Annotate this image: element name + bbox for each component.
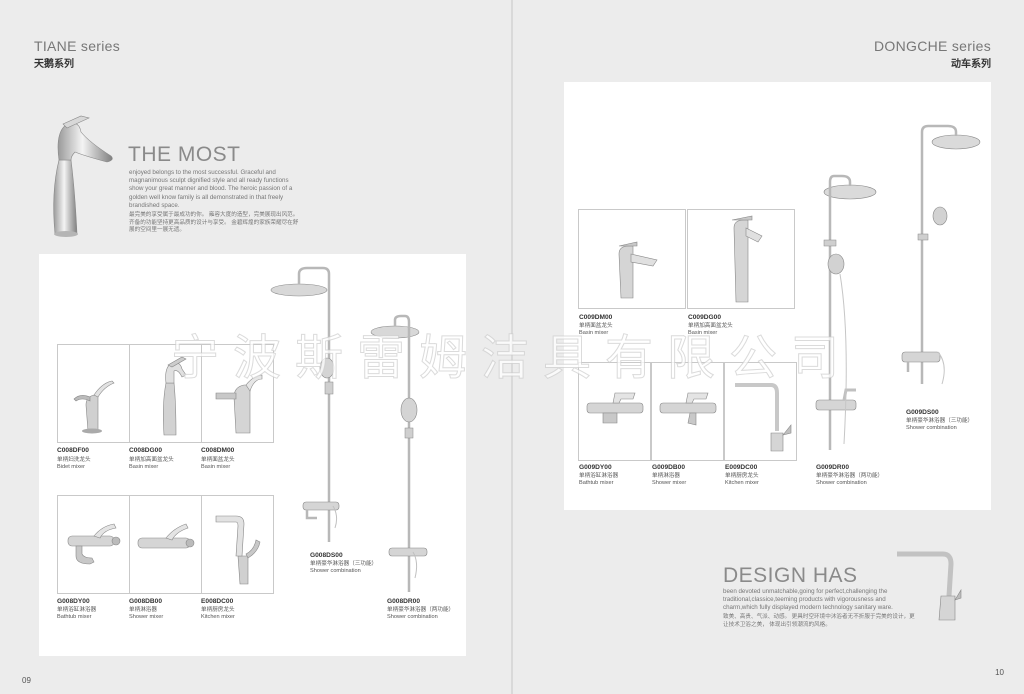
product-name-cn: 单柄面盆龙头 (201, 457, 235, 463)
spine-divider (511, 0, 513, 694)
basin-mixer-image (618, 241, 658, 299)
product-code: C008DM00 (201, 447, 235, 454)
product-code: G009DY00 (579, 464, 612, 471)
product-name-en: Shower combination (816, 480, 867, 486)
product-code: C008DG00 (129, 447, 162, 454)
product-name-en: Basin mixer (688, 330, 718, 336)
product-code: E008DC00 (201, 598, 234, 605)
tall-basin-mixer-image (731, 215, 763, 303)
product-name-en: Bathtub mixer (57, 614, 92, 620)
product-name-cn: 单柄面盆龙头 (579, 323, 613, 329)
bathtub-mixer-image (67, 523, 121, 565)
product-code: G008DB00 (129, 598, 162, 605)
product-name-cn: 单柄厨房龙头 (201, 607, 235, 613)
basin-mixer-image (215, 374, 263, 434)
product-name-cn: 单柄厨房龙头 (725, 473, 759, 479)
shower-combination-two-function-image[interactable] (800, 174, 880, 454)
product-card[interactable] (201, 495, 274, 594)
product-name-cn: 单柄淋浴器 (129, 607, 157, 613)
product-name-en: Shower combination (310, 568, 361, 574)
product-code: C008DF00 (57, 447, 89, 454)
product-name-en: Basin mixer (579, 330, 609, 336)
hero-description: enjoyed belongs to the most successful. … (129, 169, 293, 209)
product-name-en: Bathtub mixer (579, 480, 614, 486)
hero-description-cn: 最完美的享受属于最成功的你。 雍容大度的造型，完美展现出风范。 齐备的功能坚持更… (129, 212, 299, 233)
product-name-en: Shower mixer (652, 480, 687, 486)
product-code: G009DR00 (816, 464, 849, 471)
hero-description: been devoted unmatchable,going for perfe… (723, 588, 893, 612)
shower-mixer-image (137, 523, 195, 549)
shower-combination-three-function-image[interactable] (894, 124, 984, 404)
product-card[interactable] (578, 362, 651, 461)
product-code: G009DS00 (906, 409, 939, 416)
product-name-en: Basin mixer (201, 464, 231, 470)
page-number: 09 (22, 676, 31, 685)
tall-basin-mixer-image (163, 356, 187, 436)
product-card[interactable] (57, 495, 130, 594)
product-card[interactable] (724, 362, 797, 461)
product-name-en: Basin mixer (129, 464, 159, 470)
product-name-en: Shower combination (906, 425, 957, 431)
product-name-en: Kitchen mixer (725, 480, 759, 486)
product-name-cn: 单柄豪华淋浴器（三功能） (310, 561, 378, 567)
product-card[interactable] (687, 209, 795, 309)
hero-title: DESIGN HAS (723, 564, 858, 587)
product-card[interactable] (129, 344, 202, 443)
product-name-en: Shower combination (387, 614, 438, 620)
series-title-cn: 天鹅系列 (34, 59, 74, 70)
shower-mixer-image (659, 392, 717, 426)
shower-combination-two-function-image[interactable] (357, 314, 447, 596)
product-name-cn: 单柄豪华淋浴器（三功能） (906, 418, 974, 424)
product-card[interactable] (201, 344, 274, 443)
hero-title: THE MOST (128, 143, 241, 166)
product-code: C009DM00 (579, 314, 613, 321)
page-number: 10 (995, 668, 1004, 677)
hero-kitchen-faucet-image (897, 551, 962, 621)
shower-combination-three-function-image[interactable] (267, 266, 367, 546)
product-panel: C009DM00 单柄面盆龙头 Basin mixer C009DG00 单柄加… (564, 82, 991, 510)
product-code: G009DB00 (652, 464, 685, 471)
product-code: G008DR00 (387, 598, 420, 605)
product-name-cn: 单柄豪华淋浴器（两功能） (816, 473, 884, 479)
product-code: E009DC00 (725, 464, 758, 471)
product-name-en: Shower mixer (129, 614, 164, 620)
hero-faucet-image (53, 115, 113, 237)
product-code: G008DS00 (310, 552, 343, 559)
product-name-cn: 单柄妇洗龙头 (57, 457, 91, 463)
product-name-en: Kitchen mixer (201, 614, 235, 620)
kitchen-mixer-image (735, 383, 792, 452)
product-name-cn: 单柄浴缸淋浴器 (57, 607, 97, 613)
right-page: DONGCHE series 动车系列 C009DM00 单柄面盆龙头 Basi… (513, 0, 1024, 694)
bathtub-mixer-image (586, 392, 644, 424)
product-card[interactable] (129, 495, 202, 594)
left-page: TIANE series 天鹅系列 THE MOST enjoyed belon… (0, 0, 511, 694)
product-name-en: Bidet mixer (57, 464, 85, 470)
product-name-cn: 单柄豪华淋浴器（两功能） (387, 607, 455, 613)
bidet-mixer-image (73, 380, 115, 434)
product-code: G008DY00 (57, 598, 90, 605)
series-title-en: DONGCHE series (874, 38, 991, 54)
company-watermark: 宁波斯雷姆洁具有限公司 (170, 330, 853, 387)
series-title-en: TIANE series (34, 38, 121, 54)
product-name-cn: 单柄加高面盆龙头 (688, 323, 733, 329)
product-name-cn: 单柄浴缸淋浴器 (579, 473, 619, 479)
product-name-cn: 单柄加高面盆龙头 (129, 457, 174, 463)
hero-description-cn: 致美、高贵、气派、动感。 更具时空环境中沐浴者无不折服于完美的设计，更让技术卫浴… (723, 614, 915, 628)
product-code: C009DG00 (688, 314, 721, 321)
product-panel: C008DF00 单柄妇洗龙头 Bidet mixer C008DG00 单柄加… (39, 254, 466, 656)
kitchen-mixer-image (215, 515, 261, 585)
product-card[interactable] (651, 362, 724, 461)
series-title-cn: 动车系列 (951, 59, 991, 70)
product-card[interactable] (578, 209, 686, 309)
product-name-cn: 单柄淋浴器 (652, 473, 680, 479)
